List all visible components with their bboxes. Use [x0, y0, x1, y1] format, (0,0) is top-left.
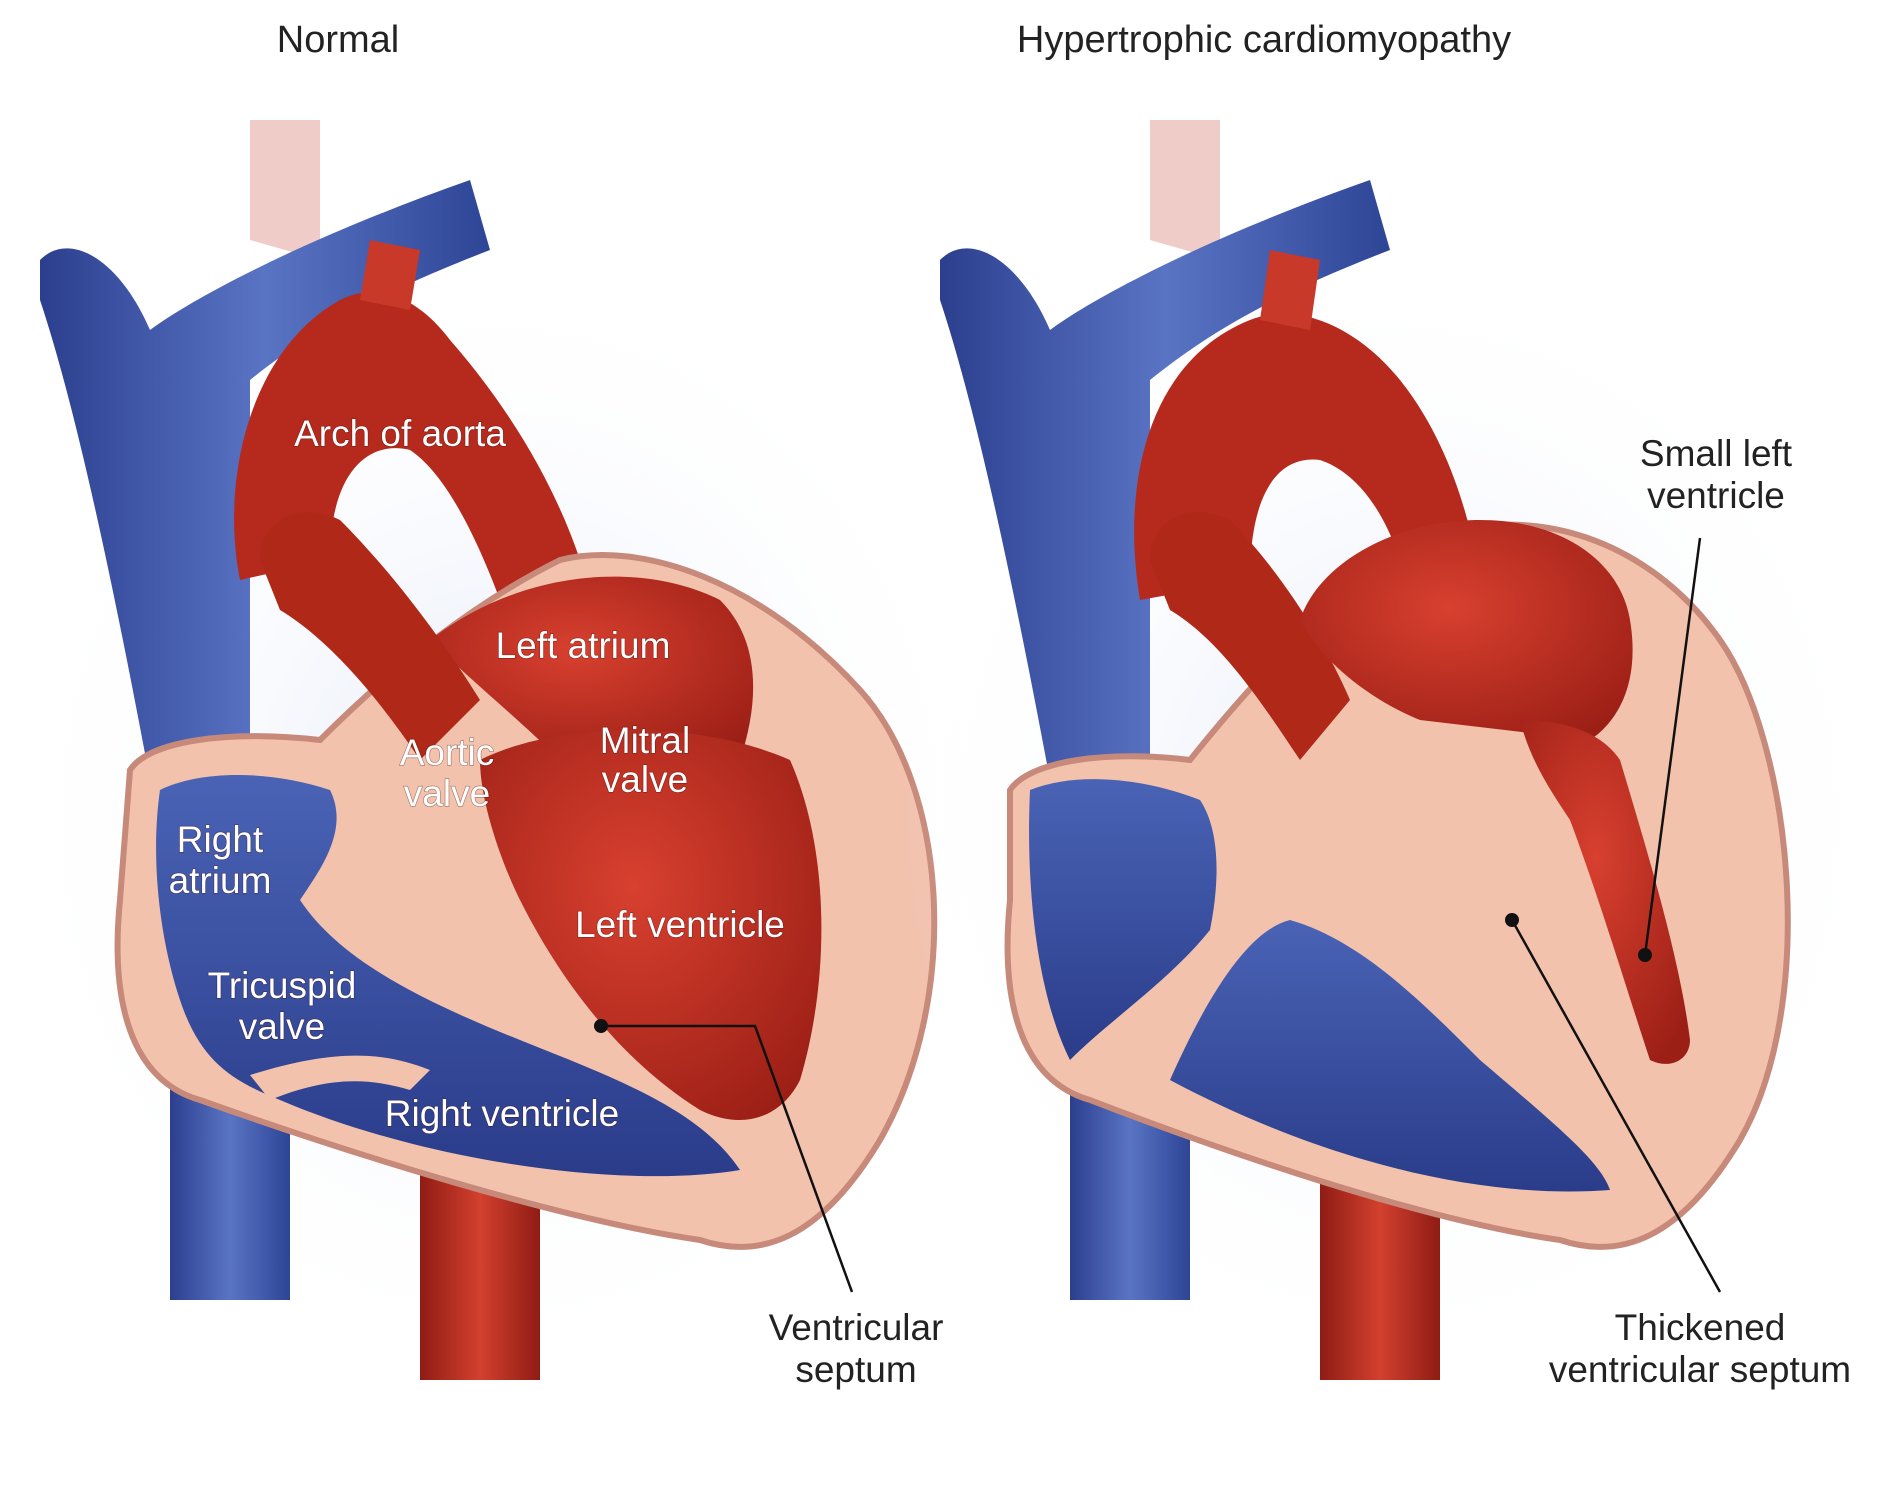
label-tricuspid-valve-line1: Tricuspid	[208, 965, 357, 1006]
label-left-ventricle: Left ventricle	[575, 904, 785, 945]
label-left-atrium: Left atrium	[496, 625, 671, 666]
label-mitral-valve-line2: valve	[602, 759, 688, 800]
label-right-atrium-line2: atrium	[169, 860, 272, 901]
label-mitral-valve-line1: Mitral	[600, 720, 690, 761]
label-thickened-septum-line1: Thickened	[1615, 1307, 1786, 1348]
label-ventricular-septum-line1: Ventricular	[769, 1307, 944, 1348]
small-lv-leader-line	[1643, 537, 1702, 956]
panel-title-hcm: Hypertrophic cardiomyopathy	[1017, 19, 1511, 61]
label-aortic-valve-line2: valve	[404, 773, 490, 814]
label-arch-of-aorta: Arch of aorta	[294, 413, 506, 454]
septum-leader-line	[601, 1024, 854, 1293]
label-ventricular-septum-line2: septum	[795, 1349, 916, 1390]
panel-title-normal: Normal	[277, 19, 399, 61]
hcm-heart	[900, 120, 1900, 1380]
label-small-left-ventricle-line2: ventricle	[1647, 475, 1785, 516]
label-tricuspid-valve-line2: valve	[239, 1006, 325, 1047]
label-aortic-valve-line1: Aortic	[400, 732, 495, 773]
normal-heart	[0, 120, 1000, 1380]
thickened-septum-leader-line	[1510, 919, 1722, 1293]
label-thickened-septum-line2: ventricular septum	[1549, 1349, 1851, 1390]
label-right-atrium-line1: Right	[177, 819, 264, 860]
label-right-ventricle: Right ventricle	[385, 1093, 619, 1134]
label-small-left-ventricle-line1: Small left	[1640, 433, 1793, 474]
small-lv-pointer-dot	[1638, 948, 1652, 962]
